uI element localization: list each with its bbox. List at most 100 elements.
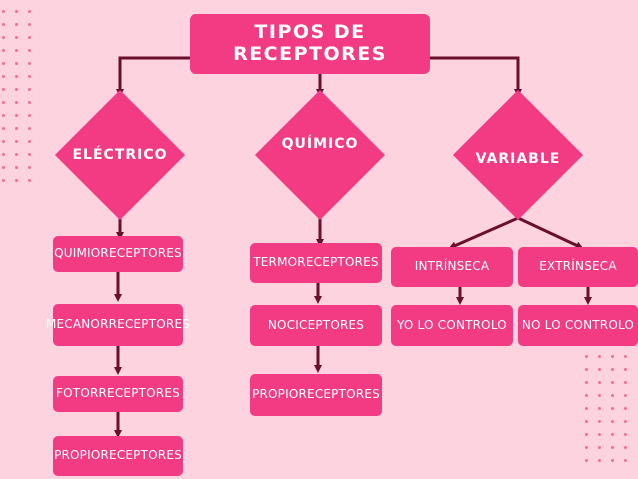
decorative-dot: [28, 62, 31, 65]
decorative-dot: [611, 420, 614, 423]
decorative-dot: [15, 23, 18, 26]
decorative-dot: [15, 88, 18, 91]
decorative-dot: [611, 446, 614, 449]
decorative-dot: [28, 153, 31, 156]
decorative-dot: [624, 433, 627, 436]
connector-variable-extrinseca: [517, 216, 584, 249]
decorative-dot: [15, 127, 18, 130]
decorative-dot: [15, 101, 18, 104]
decorative-dot: [585, 394, 588, 397]
variable-item-intrinseca: INTRÍNSECA: [391, 247, 513, 287]
decorative-dot: [15, 114, 18, 117]
decorative-dot: [585, 459, 588, 462]
category-variable: VARIABLE: [452, 89, 584, 221]
decorative-dot: [598, 407, 601, 410]
decorative-dot: [624, 368, 627, 371]
decorative-dot: [624, 355, 627, 358]
electrico-item: FOTORRECEPTORES: [53, 376, 183, 412]
decorative-dot: [585, 407, 588, 410]
decorative-dot: [585, 446, 588, 449]
decorative-dot: [28, 88, 31, 91]
electrico-item: MECANORRECEPTORES: [46, 304, 190, 346]
decorative-dot: [598, 355, 601, 358]
decorative-dot: [2, 101, 5, 104]
category-label: ELÉCTRICO: [72, 147, 168, 163]
decorative-dot: [585, 420, 588, 423]
decorative-dot: [611, 407, 614, 410]
connector-title-variable: [430, 56, 522, 97]
decorative-dot: [15, 153, 18, 156]
decorative-dot: [585, 433, 588, 436]
connector-title-electrico: [116, 56, 190, 97]
decorative-dot: [585, 368, 588, 371]
decorative-dot: [624, 446, 627, 449]
decorative-dot: [2, 62, 5, 65]
decorative-dot: [28, 36, 31, 39]
connector-variable-intrinseca: [448, 216, 519, 250]
decorative-dot: [15, 166, 18, 169]
decorative-dot: [15, 62, 18, 65]
decorative-dot: [2, 36, 5, 39]
decorative-dot: [2, 88, 5, 91]
quimico-item: TERMORECEPTORES: [250, 243, 382, 283]
variable-sub-intrinseca: YO LO CONTROLO: [391, 305, 513, 346]
quimico-item: PROPIORECEPTORES: [250, 374, 382, 416]
decorative-dot: [624, 407, 627, 410]
decorative-dot: [598, 394, 601, 397]
decorative-dot: [28, 101, 31, 104]
decorative-dot: [28, 166, 31, 169]
decorative-dot: [624, 420, 627, 423]
decorative-dot: [611, 381, 614, 384]
decorative-dot: [15, 49, 18, 52]
decorative-dot: [28, 140, 31, 143]
decorative-dot: [28, 75, 31, 78]
decorative-dot: [611, 433, 614, 436]
quimico-item: NOCICEPTORES: [250, 305, 382, 346]
decorative-dot: [2, 179, 5, 182]
decorative-dot: [598, 433, 601, 436]
variable-sub-extrinseca: NO LO CONTROLO: [518, 305, 638, 346]
category-label: QUÍMICO: [281, 136, 359, 152]
decorative-dot: [2, 153, 5, 156]
decorative-dot: [2, 49, 5, 52]
decorative-dot: [611, 368, 614, 371]
decorative-dot: [28, 127, 31, 130]
decorative-dot: [2, 166, 5, 169]
decorative-dot: [611, 459, 614, 462]
category-quimico: QUÍMICO: [254, 89, 386, 221]
decorative-dot: [598, 381, 601, 384]
decorative-dot: [2, 140, 5, 143]
decorative-dot: [624, 394, 627, 397]
decorative-dot: [28, 10, 31, 13]
decorative-dot: [2, 75, 5, 78]
variable-item-extrinseca: EXTRÍNSECA: [518, 247, 638, 287]
decorative-dot: [2, 10, 5, 13]
decorative-dot: [28, 23, 31, 26]
decorative-dot: [28, 114, 31, 117]
electrico-item: QUIMIORECEPTORES: [53, 236, 183, 272]
decorative-dot: [611, 355, 614, 358]
decorative-dot: [598, 459, 601, 462]
category-electrico: ELÉCTRICO: [54, 89, 186, 221]
decorative-dot: [15, 10, 18, 13]
decorative-dot: [598, 420, 601, 423]
decorative-dot: [2, 127, 5, 130]
decorative-dot: [28, 49, 31, 52]
decorative-dot: [585, 381, 588, 384]
decorative-dot: [15, 36, 18, 39]
electrico-item: PROPIORECEPTORES: [53, 436, 183, 476]
decorative-dot: [598, 446, 601, 449]
decorative-dot: [15, 179, 18, 182]
decorative-dot: [598, 368, 601, 371]
decorative-dot: [585, 355, 588, 358]
diagram-title: TIPOS DE RECEPTORES: [190, 14, 430, 74]
decorative-dot: [15, 75, 18, 78]
decorative-dot: [2, 23, 5, 26]
decorative-dot: [624, 459, 627, 462]
category-label: VARIABLE: [475, 151, 561, 167]
decorative-dot: [28, 179, 31, 182]
decorative-dot: [611, 394, 614, 397]
decorative-dot: [2, 114, 5, 117]
decorative-dot: [15, 140, 18, 143]
